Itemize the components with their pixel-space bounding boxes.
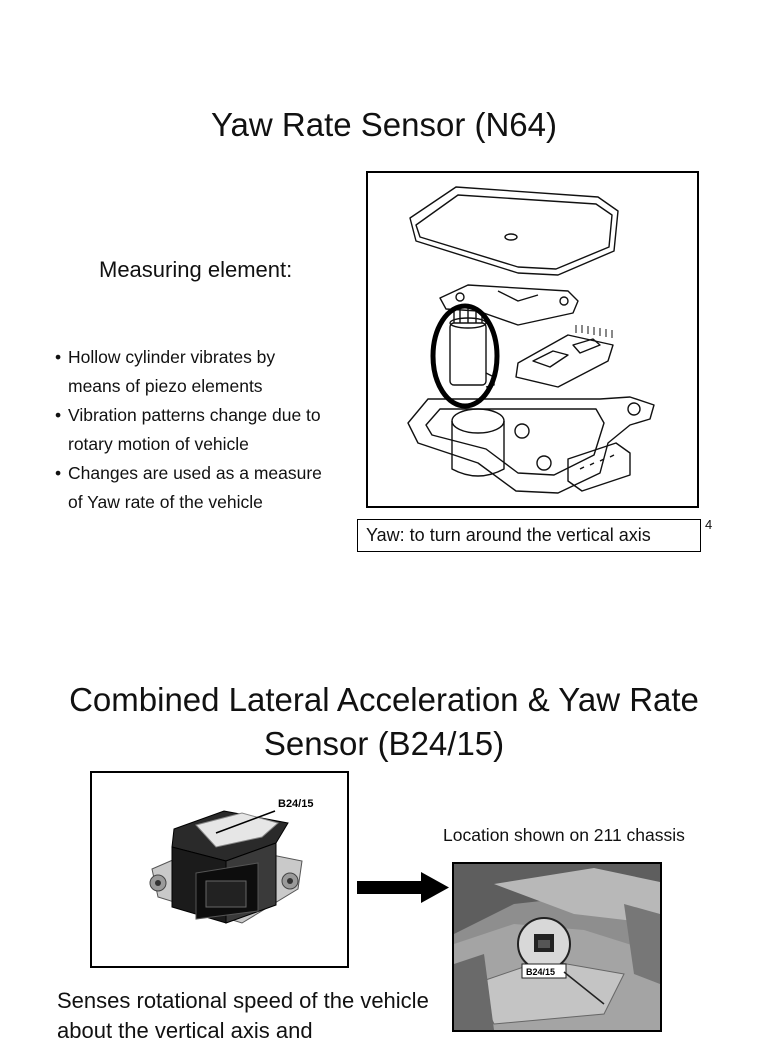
page-number: 4 [705,517,713,532]
sensor-label: B24/15 [278,798,313,810]
arrow-right-icon [357,872,449,903]
bullet-line: Vibration patterns change due to [68,405,321,425]
yaw-definition-caption: Yaw: to turn around the vertical axis [357,519,701,552]
slide-title-combined-sensor: Combined Lateral Acceleration & Yaw Rate… [0,678,768,766]
bullet-item: • Vibration patterns change due to rotar… [55,401,355,459]
sensor-description-text: Senses rotational speed of the vehicle a… [57,988,429,1043]
location-caption: Location shown on 211 chassis [443,825,685,845]
sensor-photo: B24/15 [90,771,349,968]
title-line: Combined Lateral Acceleration & Yaw Rate [69,681,699,718]
sensor-exploded-drawing [407,186,655,494]
bullet-line: means of piezo elements [68,376,263,396]
bullet-line: Changes are used as a measure [68,463,322,483]
bullet-line: Hollow cylinder vibrates by [68,347,276,367]
sensor-unit-image: B24/15 [149,798,313,924]
bullet-dot: • [55,405,62,425]
bullet-dot: • [55,463,62,483]
slide-title-yaw-rate-sensor: Yaw Rate Sensor (N64) [210,106,558,143]
chassis-location-photo: B24/15 [452,862,662,1032]
bullet-line: of Yaw rate of the vehicle [68,492,263,512]
bullet-line: rotary motion of vehicle [68,434,249,454]
exploded-sensor-diagram [366,171,699,508]
chassis-interior-image: B24/15 [454,864,660,1030]
bullet-dot: • [55,347,62,367]
measuring-element-heading: Measuring element: [99,257,293,282]
chassis-sensor-label: B24/15 [526,967,555,977]
bullet-item: • Changes are used as a measure of Yaw r… [55,459,355,517]
bullet-list: • Hollow cylinder vibrates by means of p… [55,343,355,517]
bullet-item: • Hollow cylinder vibrates by means of p… [55,343,355,401]
title-line: Sensor (B24/15) [263,725,505,762]
